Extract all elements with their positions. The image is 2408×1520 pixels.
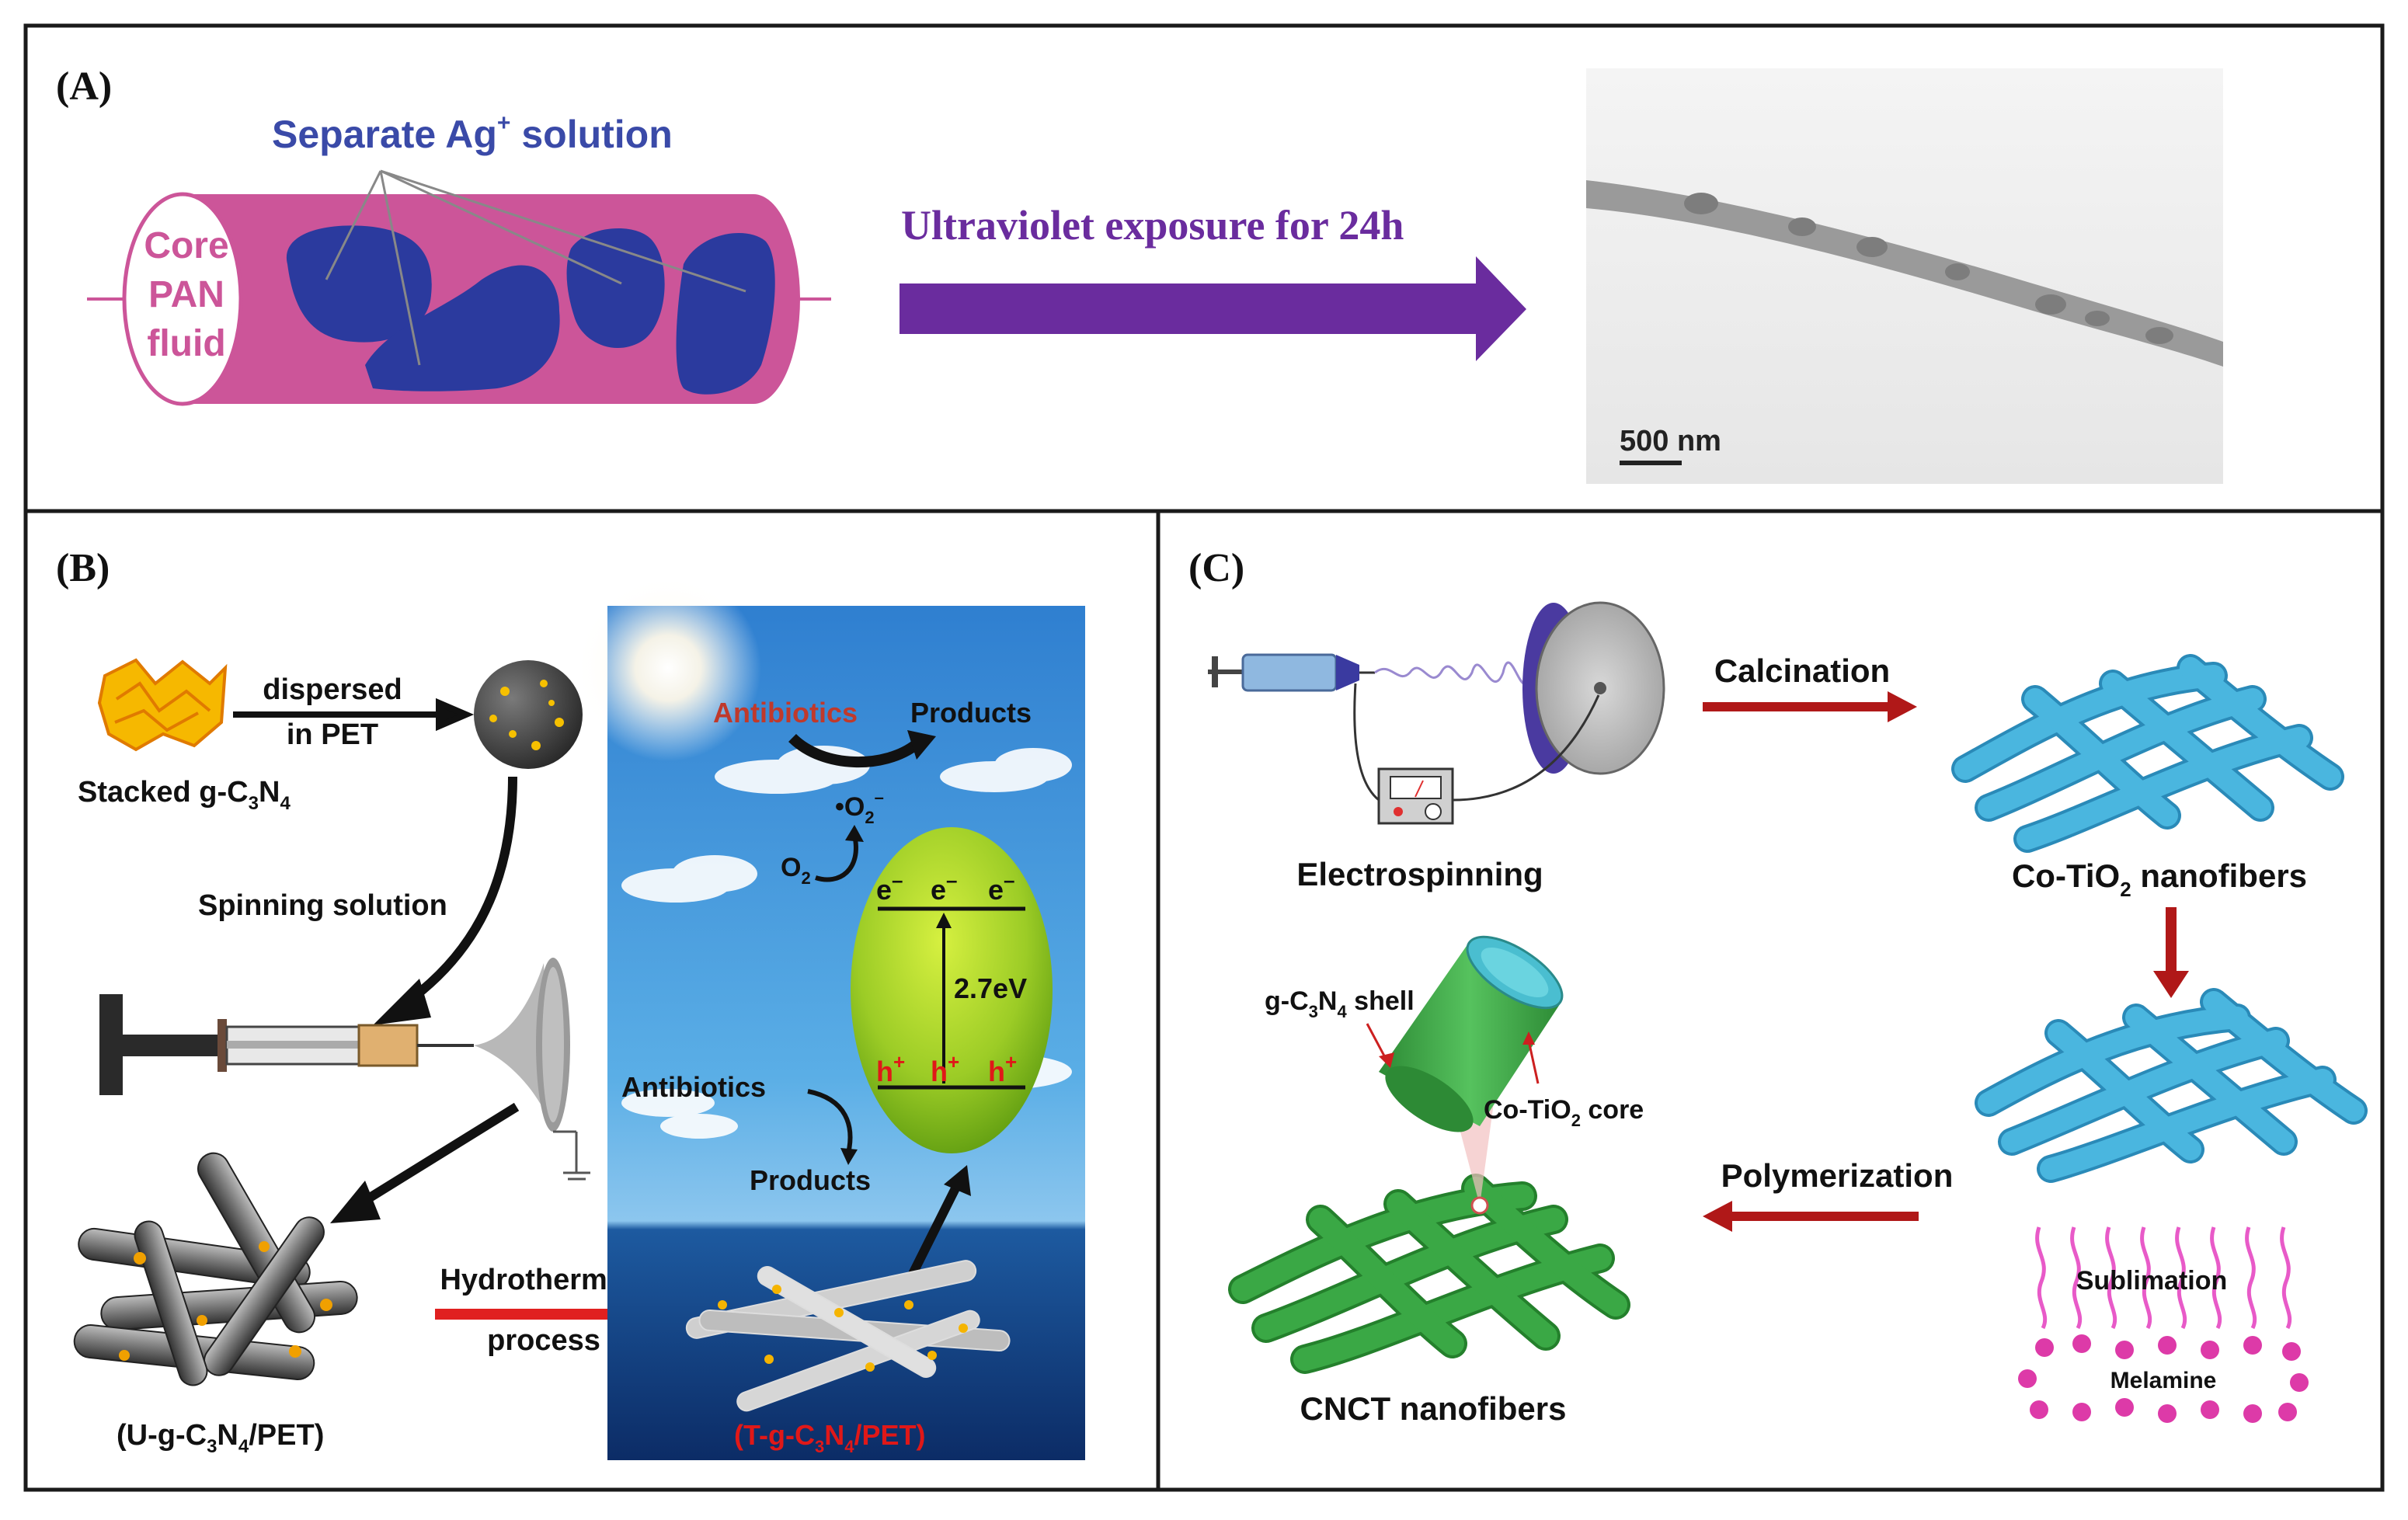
- polymerization-arrow: [1703, 1201, 1919, 1232]
- ag-solution-blobs: [286, 225, 775, 395]
- spinning-label: Spinning solution: [198, 889, 447, 922]
- power-supply-icon: [1377, 767, 1454, 825]
- separate-ag-label: Separate Ag+ solution: [272, 110, 673, 156]
- core-line-1: Core: [144, 225, 228, 266]
- antibiotics-bottom: Antibiotics: [621, 1071, 766, 1103]
- cnct-mesh: [1228, 1174, 1630, 1374]
- svg-text:h+: h+: [931, 1050, 959, 1087]
- hydrothermal-label-2: process: [487, 1324, 600, 1357]
- panel-c-label: (C): [1188, 546, 1244, 590]
- electrospinning-apparatus: [1208, 601, 1665, 825]
- co-tio2-mesh-top: [1951, 654, 2344, 853]
- u-g-c3n4-label: (U-g-C3N4/PET): [117, 1419, 324, 1457]
- polymerization-label: Polymerization: [1721, 1157, 1954, 1194]
- products-top: Products: [910, 697, 1032, 729]
- syringe-icon: [1241, 653, 1338, 692]
- o2-radical: •O2–: [835, 788, 884, 827]
- core-line-2: PAN: [148, 274, 224, 315]
- panel-a-label: (A): [56, 64, 112, 109]
- shell-label: g-C3N4 shell: [1265, 986, 1415, 1021]
- svg-text:h+: h+: [988, 1050, 1017, 1087]
- antibiotics-top: Antibiotics: [713, 697, 858, 729]
- dispersed-arrow: [233, 697, 475, 732]
- collector-plate-icon: [536, 958, 590, 1181]
- svg-text:h+: h+: [876, 1050, 905, 1087]
- calcination-label: Calcination: [1714, 652, 1890, 689]
- sublimation-waves: [2035, 1226, 2292, 1330]
- sun-icon: [575, 575, 761, 761]
- t-g-c3n4-label: (T-g-C3N4/PET): [734, 1419, 925, 1456]
- hydrothermal-label-1: Hydrothermal: [440, 1264, 632, 1296]
- products-bottom: Products: [750, 1164, 871, 1196]
- sublimation-label: Sublimation: [2076, 1266, 2228, 1296]
- core-label: Co-TiO2 core: [1484, 1095, 1644, 1130]
- tem-image: 500 nm: [1586, 68, 2223, 484]
- scale-bar-label: 500 nm: [1620, 425, 1721, 457]
- panel-borders: [23, 23, 2385, 1492]
- melamine-label: Melamine: [2110, 1368, 2217, 1393]
- band-gap-label: 2.7eV: [954, 972, 1027, 1004]
- to-fibers-arrow: [350, 1102, 520, 1212]
- dispersed-label-1: dispersed: [263, 673, 402, 706]
- panel-a: (A) Core PAN fluid Separate Ag+ solution: [56, 64, 2223, 484]
- collector-drum-icon: [1522, 601, 1665, 775]
- co-tio2-label: Co-TiO2 nanofibers: [2012, 857, 2307, 901]
- svg-text:e–: e–: [988, 868, 1015, 906]
- g-c3n4-flake-icon: [97, 658, 228, 752]
- stacked-label: Stacked g-C3N4: [78, 776, 291, 814]
- u-fiber-stack: [73, 1152, 358, 1386]
- panel-b: (B) Stacked g-C3N4 dispersed in PET Spin…: [56, 546, 1085, 1460]
- uv-exposure-label: Ultraviolet exposure for 24h: [901, 202, 1404, 249]
- panel-b-label: (B): [56, 546, 110, 590]
- panel-c: (C) Electrospinning: [1188, 546, 2368, 1427]
- svg-text:e–: e–: [931, 868, 958, 906]
- electrons: e– e– e–: [876, 868, 1015, 906]
- hydrothermal-arrow: [435, 1293, 699, 1335]
- ag-pointer-lines: [325, 169, 746, 366]
- dispersed-label-2: in PET: [287, 718, 378, 751]
- calcination-arrow: [1703, 691, 1917, 722]
- photocatalysis-scene: 2.7eV e– e– e– h+ h+ h+ •O2– O2 Antibiot…: [575, 575, 1085, 1460]
- co-tio2-mesh-bottom: [1975, 988, 2368, 1183]
- down-arrow: [2153, 907, 2189, 998]
- syringe-icon: [99, 963, 552, 1126]
- core-shell-tube: [1379, 935, 1564, 1132]
- o2: O2: [781, 853, 811, 888]
- pet-sphere-icon: [474, 660, 583, 769]
- svg-text:e–: e–: [876, 868, 903, 906]
- melamine-dots: [2018, 1334, 2309, 1423]
- uv-arrow: [900, 256, 1526, 361]
- holes: h+ h+ h+: [876, 1050, 1017, 1087]
- cnct-label: CNCT nanofibers: [1300, 1390, 1566, 1427]
- t-fiber-mesh: [685, 1260, 1011, 1412]
- electrospinning-label: Electrospinning: [1296, 856, 1543, 892]
- core-line-3: fluid: [147, 323, 225, 364]
